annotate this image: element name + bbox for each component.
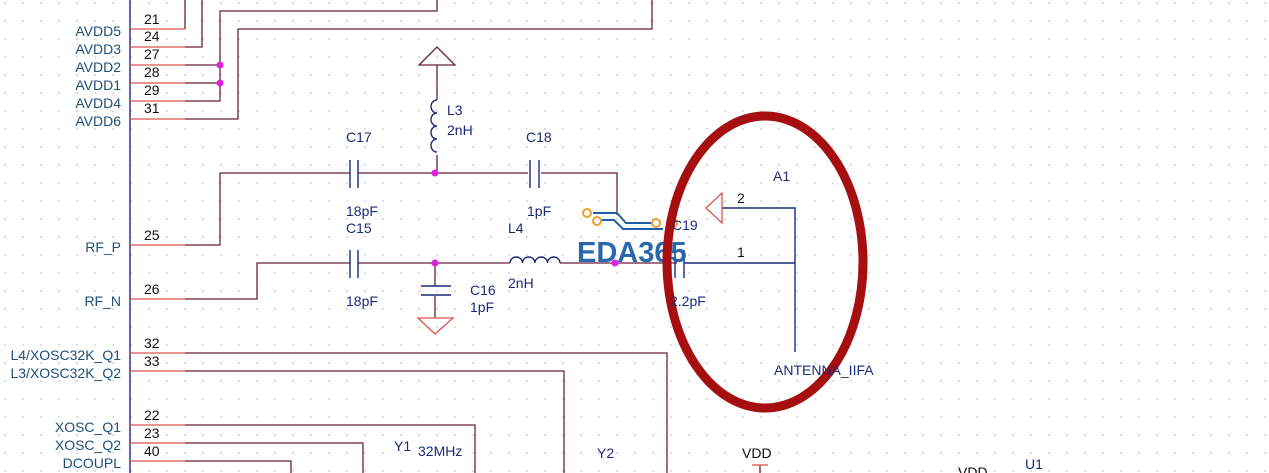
schematic-label: C18 [526,129,552,145]
pin-numbers: 21 24 27 28 29 31 25 26 32 33 22 23 40 [144,11,160,459]
schematic-label: RF_P [85,239,121,255]
antenna-feed-arrow [705,191,723,225]
schematic-label: Y1 [394,438,411,454]
schematic-label: VDD [958,464,988,473]
schematic-label: 29 [144,82,160,98]
schematic-label: DCOUPL [63,455,122,471]
capacitor-c16[interactable] [421,285,451,296]
capacitor-c15[interactable] [349,250,359,278]
schematic-label: 2 [737,190,745,206]
pin-stubs [130,28,185,462]
schematic-label: AVDD3 [75,41,121,57]
schematic-label: AVDD1 [75,77,121,93]
schematic-label: 28 [144,64,160,80]
highlight-ellipse [662,111,868,413]
schematic-label: 26 [144,281,160,297]
inductor-l4[interactable] [509,256,561,264]
schematic-label: AVDD2 [75,59,121,75]
schematic-label: C19 [672,217,698,233]
schematic-label: A1 [773,168,790,184]
schematic-label: RF_N [84,293,121,309]
schematic-label: 18pF [346,293,378,309]
schematic-label: 21 [144,11,160,27]
vdd-power-arrow-l3 [417,46,457,66]
schematic-label: 23 [144,425,160,441]
schematic-label: C16 [470,282,496,298]
schematic-label: 2nH [447,122,473,138]
schematic-label: 22 [144,407,160,423]
schematic-label: 18pF [346,203,378,219]
schematic-label: XOSC_Q1 [55,419,121,435]
ground-symbol [416,317,455,335]
schematic-label: 27 [144,46,160,62]
schematic-label: 31 [144,100,160,116]
schematic-label: 1pF [470,299,494,315]
schematic-label: 33 [144,353,160,369]
schematic-label: Y2 [597,445,614,461]
schematic-label: 32 [144,335,160,351]
schematic-label: L4/XOSC32K_Q1 [10,347,121,363]
schematic-label: C17 [346,129,372,145]
schematic-label: C15 [346,220,372,236]
schematic-label: 1 [737,244,745,260]
schematic-label: XOSC_Q2 [55,437,121,453]
schematic-label: AVDD6 [75,113,121,129]
schematic-label: L4 [508,220,524,236]
schematic-label: 40 [144,443,160,459]
schematic-label: 32MHz [418,443,462,459]
junction-dots [216,61,619,267]
component-labels: L3 2nH C17 18pF C18 1pF C15 18pF C16 1pF… [346,102,1043,473]
schematic-label: 24 [144,28,160,44]
schematic-label: 1pF [527,203,551,219]
capacitor-c17[interactable] [349,160,359,188]
schematic-label: ANTENNA_IIFA [774,362,874,378]
schematic-label: L3/XOSC32K_Q2 [10,365,121,381]
pin-labels: AVDD5 AVDD3 AVDD2 AVDD1 AVDD4 AVDD6 RF_P… [10,23,121,471]
inductor-l3[interactable] [430,99,438,153]
schematic-label: 2nH [508,275,534,291]
schematic-label: VDD [742,445,772,461]
schematic-label: AVDD5 [75,23,121,39]
schematic-label: L3 [447,102,463,118]
capacitor-c18[interactable] [529,160,540,188]
capacitor-c19[interactable] [674,250,685,278]
schematic-label: 25 [144,227,160,243]
schematic-label: AVDD4 [75,95,121,111]
schematic-label: 2.2pF [670,293,706,309]
schematic-label: U1 [1025,456,1043,472]
